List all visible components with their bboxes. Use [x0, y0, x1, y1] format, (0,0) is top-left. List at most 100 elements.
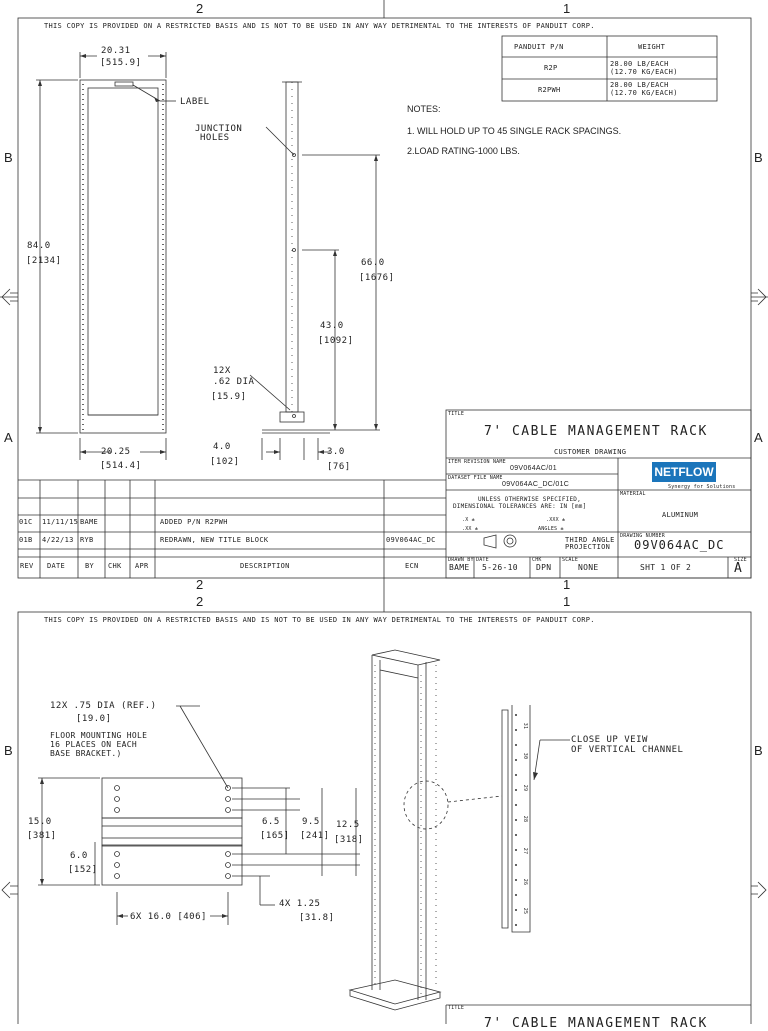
rev-header: APR	[135, 562, 149, 570]
part-table-pn: R2PWH	[538, 86, 561, 94]
scale-value: NONE	[578, 563, 599, 572]
tolerance-angles: ANGLES ±	[538, 526, 564, 532]
checked-by: DPN	[536, 563, 552, 572]
rev-header: DATE	[47, 562, 66, 570]
zone-label-a-right: A	[754, 430, 764, 445]
drawn-by-label: DRAWN BY	[448, 557, 474, 563]
channel-number: 26	[522, 878, 529, 886]
dim-6x: 6X 16.0 [406]	[130, 912, 207, 922]
rev-date-cell: 4/22/13	[42, 536, 74, 544]
holes-dia-mm: [15.9]	[211, 392, 247, 402]
title-label-sheet2: TITLE	[448, 1005, 465, 1011]
zone-label-2-bottom: 2	[196, 577, 204, 592]
projection-label: THIRD ANGLE	[565, 536, 615, 544]
zone-label-b-right: B	[754, 150, 764, 165]
tolerance-note: DIMENSIONAL TOLERANCES ARE: IN [mm]	[453, 503, 587, 510]
dim-15-mm: [381]	[27, 831, 57, 841]
sheet-number: SHT 1 OF 2	[640, 563, 692, 572]
rev-date-cell: 11/11/15	[42, 518, 79, 526]
drawing-number: 09V064AC_DC	[634, 538, 725, 552]
junction-holes-label: JUNCTION	[195, 124, 243, 134]
rev-header: DESCRIPTION	[240, 562, 290, 570]
rev-header: CHK	[108, 562, 122, 570]
company-logo: NETFLOW	[652, 462, 716, 482]
rev-ecn-cell: 09V064AC_DC	[386, 536, 436, 544]
rev-cell: 01C	[19, 518, 33, 526]
item-revision-label: ITEM REVISION NAME	[448, 459, 506, 465]
tolerance-xxx: .XXX ±	[546, 517, 566, 523]
hole-callout: 12X .75 DIA (REF.)	[50, 701, 157, 711]
dim-overall-height-mm: [1676]	[359, 273, 395, 283]
dataset-label: DATASET FILE NAME	[448, 475, 503, 481]
dim-mid-height-mm: [1092]	[318, 336, 354, 346]
dataset-name: 09V064AC_DC/01C	[502, 481, 570, 488]
part-table-header-weight: WEIGHT	[638, 43, 666, 51]
channel-number: 25	[522, 907, 529, 915]
dim-12-5: 12.5	[336, 820, 360, 830]
rev-header: ECN	[405, 562, 419, 570]
dim-top-width: 20.31	[101, 46, 131, 56]
company-name: NETFLOW	[654, 465, 714, 479]
floor-note: BASE BRACKET.)	[50, 749, 122, 758]
dim-9-5-mm: [241]	[300, 831, 330, 841]
title-label: TITLE	[448, 411, 465, 417]
channel-number: 27	[522, 847, 529, 855]
rev-by-cell: RYB	[80, 536, 94, 544]
zone-label-1-bottom: 1	[563, 577, 571, 592]
rev-desc-cell: REDRAWN, NEW TITLE BLOCK	[160, 536, 269, 544]
dim-9-5: 9.5	[302, 817, 320, 827]
floor-note: 16 PLACES ON EACH	[50, 740, 137, 749]
rev-header: REV	[20, 562, 34, 570]
projection-label: PROJECTION	[565, 543, 611, 551]
company-tagline: Synergy for Solutions	[668, 484, 736, 490]
scale-label: SCALE	[562, 557, 579, 563]
channel-number: 30	[522, 752, 529, 760]
drawing-title: 7' CABLE MANAGEMENT RACK	[484, 424, 708, 439]
zone-label-1-sheet2: 1	[563, 594, 571, 609]
junction-holes-label: HOLES	[200, 133, 230, 143]
zone-label-2-sheet2: 2	[196, 594, 204, 609]
note-1: 1. WILL HOLD UP TO 45 SINGLE RACK SPACIN…	[407, 126, 622, 136]
dim-height-mm: [2134]	[26, 256, 62, 266]
hole-callout-mm: [19.0]	[76, 714, 112, 724]
dim-top-width-mm: [515.9]	[100, 58, 142, 68]
disclaimer-text-sheet2: THIS COPY IS PROVIDED ON A RESTRICTED BA…	[44, 616, 595, 624]
dim-height: 84.0	[27, 241, 51, 251]
dim-bottom-width: 20.25	[101, 447, 131, 457]
part-table-weight-kg: (12.70 KG/EACH)	[610, 68, 678, 76]
channel-number: 29	[522, 784, 529, 792]
drawn-date: 5-26-10	[482, 563, 518, 572]
dim-6: 6.0	[70, 851, 88, 861]
zone-label-2: 2	[196, 1, 204, 16]
size-label: SIZE	[734, 557, 747, 563]
zone-label-b-left-sheet2: B	[4, 743, 14, 758]
dim-base-offset-mm: [76]	[327, 462, 351, 472]
material-label: MATERIAL	[620, 491, 646, 497]
rev-header: BY	[85, 562, 95, 570]
note-2: 2.LOAD RATING-1000 LBS.	[407, 146, 520, 156]
material-value: ALUMINUM	[662, 511, 699, 519]
channel-number: 28	[522, 815, 529, 823]
dim-bottom-width-mm: [514.4]	[100, 461, 142, 471]
dim-4x: 4X 1.25	[279, 899, 321, 909]
drawn-by: BAME	[449, 563, 470, 572]
tolerance-note: UNLESS OTHERWISE SPECIFIED,	[478, 496, 581, 503]
holes-dia: .62 DIA	[213, 377, 255, 387]
dim-6-5: 6.5	[262, 817, 280, 827]
sheet-size: A	[734, 561, 743, 576]
item-revision: 09V064AC/01	[510, 465, 557, 472]
part-table-weight-kg: (12.70 KG/EACH)	[610, 89, 678, 97]
floor-note: FLOOR MOUNTING HOLE	[50, 731, 148, 740]
closeup-label: OF VERTICAL CHANNEL	[571, 745, 684, 755]
tolerance-x: .X ±	[462, 517, 475, 523]
disclaimer-text: THIS COPY IS PROVIDED ON A RESTRICTED BA…	[44, 22, 595, 30]
dim-mid-height: 43.0	[320, 321, 344, 331]
dim-6-mm: [152]	[68, 865, 98, 875]
zone-label-a-left: A	[4, 430, 14, 445]
tolerance-xx: .XX ±	[462, 526, 479, 532]
dim-base-offset: 3.0	[327, 447, 345, 457]
rev-by-cell: BAME	[80, 518, 99, 526]
zone-label-b-left: B	[4, 150, 14, 165]
date-label: DATE	[476, 557, 489, 563]
dim-base-depth-mm: [102]	[210, 457, 240, 467]
